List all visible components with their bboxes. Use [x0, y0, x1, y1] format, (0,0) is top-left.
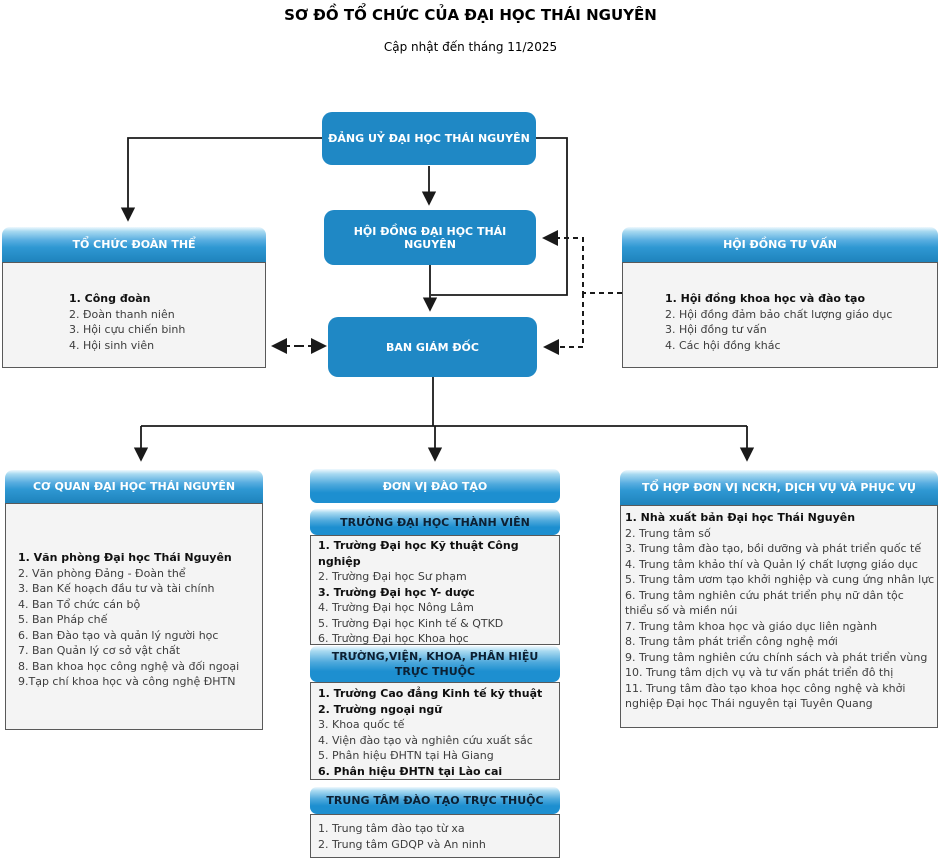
- list-item: 7. Trung tâm khoa học và giáo dục liên n…: [625, 619, 878, 633]
- list-item: 2. Trường ngoại ngữ: [318, 702, 443, 716]
- list-item: 8. Trung tâm phát triển công nghệ mới: [625, 635, 838, 648]
- list-item: 3. Ban Kế hoạch đầu tư và tài chính: [18, 582, 215, 595]
- list-item: 4. Ban Tổ chức cán bộ: [18, 597, 141, 611]
- list-item: 9. Trung tâm nghiên cứu chính sách và ph…: [625, 650, 928, 664]
- list-item: 2. Văn phòng Đảng - Đoàn thể: [18, 566, 186, 580]
- panel-to-hop-header: TỔ HỢP ĐƠN VỊ NCKH, DỊCH VỤ VÀ PHỤC VỤ: [620, 470, 938, 505]
- node-dang-uy: ĐẢNG UỶ ĐẠI HỌC THÁI NGUYÊN: [322, 112, 536, 165]
- subheader-trung-tam-dao-tao: TRUNG TÂM ĐÀO TẠO TRỰC THUỘC: [310, 787, 560, 814]
- panel-header-label: HỘI ĐỒNG TƯ VẤN: [723, 238, 837, 251]
- list-item: 6. Trung tâm nghiên cứu phát triển phụ n…: [625, 588, 904, 618]
- subheader-label: TRUNG TÂM ĐÀO TẠO TRỰC THUỘC: [326, 794, 544, 807]
- list-item: 3. Hội đồng tư vấn: [665, 323, 767, 336]
- panel-to-chuc-doan-the-header: TỔ CHỨC ĐOÀN THỂ: [2, 227, 266, 262]
- page-title: SƠ ĐỒ TỔ CHỨC CỦA ĐẠI HỌC THÁI NGUYÊN: [284, 6, 657, 24]
- section-trung-tam-dao-tao-body: 1. Trung tâm đào tạo từ xa 2. Trung tâm G…: [310, 814, 560, 858]
- list-item: 9.Tạp chí khoa học và công nghệ ĐHTN: [18, 675, 236, 688]
- list-item: 2. Đoàn thanh niên: [69, 307, 175, 321]
- list-item: 4. Hội sinh viên: [69, 338, 155, 352]
- list-item: 2. Hội đồng đảm bảo chất lượng giáo dục: [665, 307, 893, 321]
- node-dang-uy-label: ĐẢNG UỶ ĐẠI HỌC THÁI NGUYÊN: [328, 132, 530, 145]
- list-item: 6. Ban Đào tạo và quản lý người học: [18, 628, 219, 642]
- list-item: 4. Trường Đại học Nông Lâm: [318, 601, 474, 614]
- subheader-label: TRƯỜNG,VIỆN, KHOA, PHÂN HIỆU TRỰC THUỘC: [331, 650, 539, 678]
- list-item: 1. Văn phòng Đại học Thái Nguyên: [18, 551, 232, 564]
- list-item: 5. Phân hiệu ĐHTN tại Hà Giang: [318, 749, 494, 762]
- node-hoi-dong-dhtn: HỘI ĐỒNG ĐẠI HỌC THÁI NGUYÊN: [324, 210, 536, 265]
- panel-hoi-dong-tu-van-header: HỘI ĐỒNG TƯ VẤN: [622, 227, 938, 262]
- list-item: 1. Trường Cao đẳng Kinh tế kỹ thuật: [318, 687, 543, 700]
- panel-header-label: ĐƠN VỊ ĐÀO TẠO: [382, 479, 488, 493]
- node-ban-giam-doc: BAN GIÁM ĐỐC: [328, 317, 537, 377]
- subheader-label: TRƯỜNG ĐẠI HỌC THÀNH VIÊN: [340, 515, 530, 529]
- list-item: 1. Hội đồng khoa học và đào tạo: [665, 292, 866, 305]
- panel-don-vi-dao-tao-header: ĐƠN VỊ ĐÀO TẠO: [310, 469, 560, 503]
- list-item: 3. Trung tâm đào tạo, bồi dưỡng và phát …: [625, 542, 922, 555]
- list-item: 7. Ban Quản lý cơ sở vật chất: [18, 644, 181, 657]
- list-item: 1. Trung tâm đào tạo từ xa: [318, 822, 465, 835]
- subheader-truong-vien-khoa-phan-hieu: TRƯỜNG,VIỆN, KHOA, PHÂN HIỆU TRỰC THUỘC: [310, 646, 560, 682]
- panel-co-quan-body: 1. Văn phòng Đại học Thái Nguyên 2. Văn p…: [5, 503, 263, 730]
- list-item: 1. Trường Đại học Kỹ thuật Công nghiệp: [318, 539, 519, 568]
- list-item: 1. Công đoàn: [69, 292, 151, 305]
- list-item: 5. Trung tâm ươm tạo khởi nghiệp và cung…: [625, 573, 935, 586]
- list-item: 4. Các hội đồng khác: [665, 338, 781, 352]
- list-item: 3. Trường Đại học Y- dược: [318, 585, 475, 599]
- panel-hoi-dong-tu-van: HỘI ĐỒNG TƯ VẤN 1. Hội đồng khoa học và …: [622, 227, 938, 368]
- list-item: 6. Trường Đại học Khoa học: [318, 632, 469, 645]
- list-item: 8. Ban khoa học công nghệ và đối ngoại: [18, 659, 240, 673]
- panel-header-label: TỔ HỢP ĐƠN VỊ NCKH, DỊCH VỤ VÀ PHỤC VỤ: [642, 481, 916, 494]
- page-subtitle: Cập nhật đến tháng 11/2025: [383, 40, 558, 54]
- node-ban-giam-doc-label: BAN GIÁM ĐỐC: [386, 340, 479, 354]
- panel-to-hop: TỔ HỢP ĐƠN VỊ NCKH, DỊCH VỤ VÀ PHỤC VỤ 1…: [620, 470, 938, 728]
- list-item: 2. Trung tâm số: [625, 526, 711, 540]
- panel-header-label: CƠ QUAN ĐẠI HỌC THÁI NGUYÊN: [32, 480, 236, 493]
- section-truong-dai-hoc-thanh-vien-body: 1. Trường Đại học Kỹ thuật Công nghiệp 2.…: [310, 535, 560, 661]
- panel-to-chuc-doan-the: TỔ CHỨC ĐOÀN THỂ 1. Công đoàn 2. Đoàn tha…: [2, 227, 266, 368]
- list-item: 3. Hội cựu chiến binh: [69, 323, 186, 336]
- panel-to-chuc-doan-the-body: 1. Công đoàn 2. Đoàn thanh niên 3. Hội cựu…: [2, 262, 266, 368]
- list-item: 4. Trung tâm khảo thí và Quản lý chất lư…: [625, 557, 918, 571]
- panel-to-hop-body: 1. Nhà xuất bản Đại học Thái Nguyên 2. Tr…: [620, 505, 938, 728]
- list-item: 10. Trung tâm dịch vụ và tư vấn phát tri…: [625, 666, 894, 679]
- list-item: 5. Ban Pháp chế: [18, 613, 108, 626]
- list-item: 3. Khoa quốc tế: [318, 718, 405, 731]
- panel-header-label: TỔ CHỨC ĐOÀN THỂ: [72, 238, 196, 251]
- node-hoi-dong-dhtn-label: HỘI ĐỒNG ĐẠI HỌC THÁI NGUYÊN: [353, 224, 507, 251]
- list-item: 2. Trường Đại học Sư phạm: [318, 570, 467, 583]
- list-item: 11. Trung tâm đào tạo khoa học công nghệ…: [625, 681, 906, 711]
- panel-co-quan: CƠ QUAN ĐẠI HỌC THÁI NGUYÊN 1. Văn phòng…: [5, 470, 263, 730]
- subheader-truong-dai-hoc-thanh-vien: TRƯỜNG ĐẠI HỌC THÀNH VIÊN: [310, 509, 560, 535]
- list-item: 6. Phân hiệu ĐHTN tại Lào cai: [318, 764, 503, 778]
- section-truong-vien-khoa-body: 1. Trường Cao đẳng Kinh tế kỹ thuật 2. Tr…: [310, 682, 560, 780]
- list-item: 2. Trung tâm GDQP và An ninh: [318, 837, 486, 851]
- list-item: 4. Viện đào tạo và nghiên cứu xuất sắc: [318, 733, 533, 747]
- panel-hoi-dong-tu-van-body: 1. Hội đồng khoa học và đào tạo 2. Hội đồ…: [622, 262, 938, 368]
- panel-co-quan-header: CƠ QUAN ĐẠI HỌC THÁI NGUYÊN: [5, 470, 263, 503]
- list-item: 5. Trường Đại học Kinh tế & QTKD: [318, 616, 504, 630]
- list-item: 1. Nhà xuất bản Đại học Thái Nguyên: [625, 511, 856, 524]
